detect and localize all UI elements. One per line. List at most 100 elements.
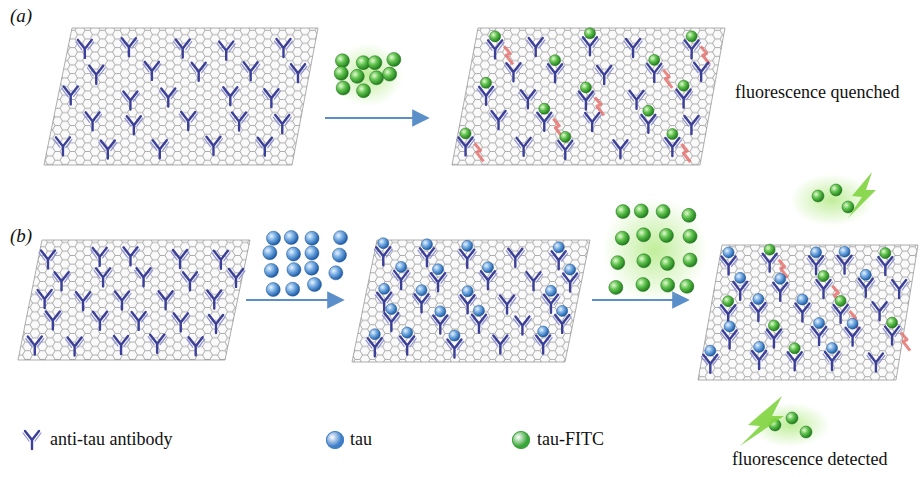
antibody-stroke [836, 258, 854, 266]
antibody-stroke [375, 295, 393, 303]
antibody-stroke [460, 250, 474, 268]
antibody-stroke [810, 329, 828, 337]
tau-fitc-sphere [764, 244, 775, 255]
antibody-symbol [490, 111, 508, 129]
antibody-stroke [458, 252, 476, 260]
antibody-stroke [38, 290, 52, 308]
antibody-stroke [214, 251, 228, 269]
tau-sphere [735, 272, 746, 283]
antibody-symbol [534, 336, 552, 354]
antibody-stroke [500, 296, 514, 314]
antibody-stroke [121, 249, 139, 257]
antibody-stroke [132, 312, 146, 330]
tau-sphere [839, 246, 850, 257]
antibody-stroke [232, 113, 246, 131]
tau-sphere [754, 341, 765, 352]
antibody-stroke [187, 339, 205, 347]
antibody-stroke [675, 92, 693, 100]
antibody-stroke [120, 40, 138, 48]
tau-sphere [435, 306, 446, 317]
tau-fitc-sphere [723, 296, 734, 307]
antibody-symbol [120, 38, 138, 56]
antibody-symbol [525, 272, 543, 290]
antibody-stroke [221, 89, 239, 97]
antibody-stroke [112, 338, 130, 346]
quench-bolt [681, 144, 690, 162]
antibody-stroke [418, 250, 436, 258]
antibody-symbol [683, 40, 701, 58]
antibody-stroke [563, 274, 577, 292]
graphene-sheet [352, 240, 590, 362]
tau-sphere [369, 329, 380, 340]
antibody-stroke [207, 290, 221, 308]
antibody-symbol [99, 141, 117, 159]
antibody-stroke [413, 296, 431, 304]
antibody-stroke [206, 137, 220, 155]
legend-text: tau [350, 430, 372, 450]
antibody-symbol [76, 40, 94, 58]
antibody-stroke [719, 307, 737, 315]
antibody-stroke [256, 140, 274, 148]
antibody-symbol [556, 141, 574, 159]
antibody-stroke [645, 66, 663, 74]
antibody-stroke [577, 93, 595, 101]
antibody-symbol [583, 113, 601, 131]
antibody-stroke [611, 142, 629, 150]
antibody-symbol [157, 291, 175, 309]
antibody-stroke [534, 338, 552, 346]
antibody-symbol [720, 256, 738, 274]
antibody-symbol [639, 115, 657, 133]
antibody-stroke [23, 433, 41, 441]
antibody-symbol [91, 248, 109, 266]
antibody-stroke [546, 66, 564, 74]
antibody-stroke [459, 137, 473, 155]
tau-fitc-sphere [680, 279, 694, 293]
antibody-stroke [25, 431, 39, 449]
antibody-stroke [750, 353, 768, 361]
antibody-stroke [867, 355, 885, 363]
antibody-stroke [96, 268, 110, 286]
antibody-stroke [825, 352, 839, 370]
antibody-stroke [773, 283, 787, 301]
antibody-symbol [504, 63, 522, 81]
antibody-symbol [749, 303, 767, 321]
antibody-symbol [221, 87, 239, 105]
antibody-symbol [382, 313, 400, 331]
antibody-symbol [174, 40, 192, 58]
antibody-stroke [583, 115, 601, 123]
tau-fitc-sphere [539, 103, 550, 114]
tau-fitc-sphere [682, 208, 696, 222]
antibody-symbol [212, 251, 230, 269]
antibody-stroke [273, 117, 291, 125]
antibody-symbol [645, 64, 663, 82]
quench-bolt [475, 143, 484, 161]
antibody-stroke [506, 251, 524, 259]
antibody-stroke [276, 39, 290, 57]
tau-fitc-sphere [880, 248, 891, 259]
antibody-stroke [844, 330, 862, 338]
graphene-lattice [352, 240, 590, 362]
antibody-stroke [127, 116, 141, 134]
antibody-stroke [731, 284, 749, 292]
antibody-stroke [242, 64, 260, 72]
antibody-stroke [838, 256, 852, 274]
antibody-stroke [873, 302, 887, 320]
antibody-stroke [508, 249, 522, 267]
antibody-stroke [374, 249, 392, 257]
antibody-symbol [761, 254, 779, 272]
antibody-stroke [486, 42, 504, 50]
antibody-stroke [876, 259, 894, 267]
tau-sphere [538, 326, 549, 337]
antibody-stroke [846, 328, 860, 346]
tau-fitc-sphere [387, 52, 401, 66]
antibody-stroke [212, 253, 230, 261]
antibody-stroke [832, 307, 850, 315]
antibody-stroke [445, 342, 463, 350]
antibody-symbol [204, 137, 222, 155]
antibody-stroke [504, 65, 522, 73]
antibody-symbol [857, 279, 875, 297]
antibody-stroke [525, 274, 543, 282]
antibody-symbol [84, 112, 102, 130]
antibody-symbol [628, 91, 646, 109]
